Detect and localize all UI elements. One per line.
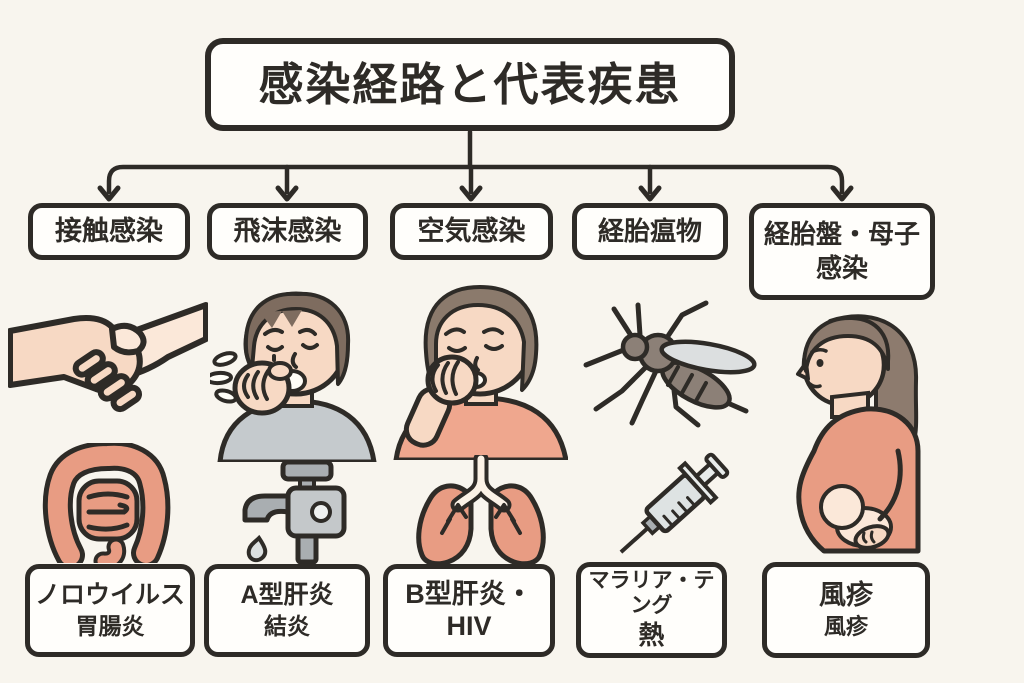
disease-label: マラリア・テング — [588, 569, 715, 617]
category-box-contact: 接触感染 — [28, 203, 190, 260]
category-label: 経胎瘟物 — [597, 215, 702, 246]
handshake-icon — [8, 295, 208, 440]
disease-box-placental: 風疹 風疹 — [762, 562, 930, 658]
disease-box-airborne: B型肝炎・HIV — [383, 564, 555, 657]
faucet-icon — [238, 460, 368, 565]
category-box-placental: 経胎盤・母子 感染 — [749, 203, 935, 300]
category-label: 接触感染 — [55, 215, 163, 246]
page-title: 感染経路と代表疾患 — [205, 38, 735, 131]
category-label: 空気感染 — [417, 215, 526, 246]
page-title-text: 感染経路と代表疾患 — [258, 58, 682, 110]
syringe-icon — [600, 438, 740, 578]
covering-mouth-woman-icon — [390, 280, 568, 460]
disease-label: 風疹 — [819, 580, 873, 611]
category-label-line2: 感染 — [815, 252, 868, 283]
disease-label: B型肝炎・HIV — [405, 579, 533, 641]
coughing-boy-icon — [210, 282, 378, 462]
disease-label: A型肝炎 — [240, 581, 334, 610]
disease-box-vector: マラリア・テング 熱 — [576, 562, 727, 658]
category-box-airborne: 空気感染 — [390, 203, 553, 260]
disease-label-line2: 熱 — [638, 619, 665, 650]
pregnant-woman-icon — [768, 305, 948, 560]
disease-label-line2: 胃腸炎 — [75, 613, 145, 640]
disease-label: ノロウイルス — [34, 581, 185, 610]
category-label: 飛沫感染 — [233, 215, 342, 246]
category-label: 経胎盤・母子 — [763, 218, 920, 249]
disease-box-contact: ノロウイルス 胃腸炎 — [25, 564, 195, 657]
category-box-vector: 経胎瘟物 — [572, 203, 728, 260]
mosquito-icon — [578, 293, 758, 443]
intestine-icon — [32, 443, 184, 563]
disease-label-line2: 結炎 — [264, 613, 310, 640]
connector-arrows — [97, 129, 854, 202]
disease-label-line2: 風疹 — [823, 614, 868, 640]
disease-box-droplet: A型肝炎 結炎 — [204, 564, 370, 657]
category-box-droplet: 飛沫感染 — [207, 203, 368, 260]
lungs-icon — [398, 455, 563, 567]
